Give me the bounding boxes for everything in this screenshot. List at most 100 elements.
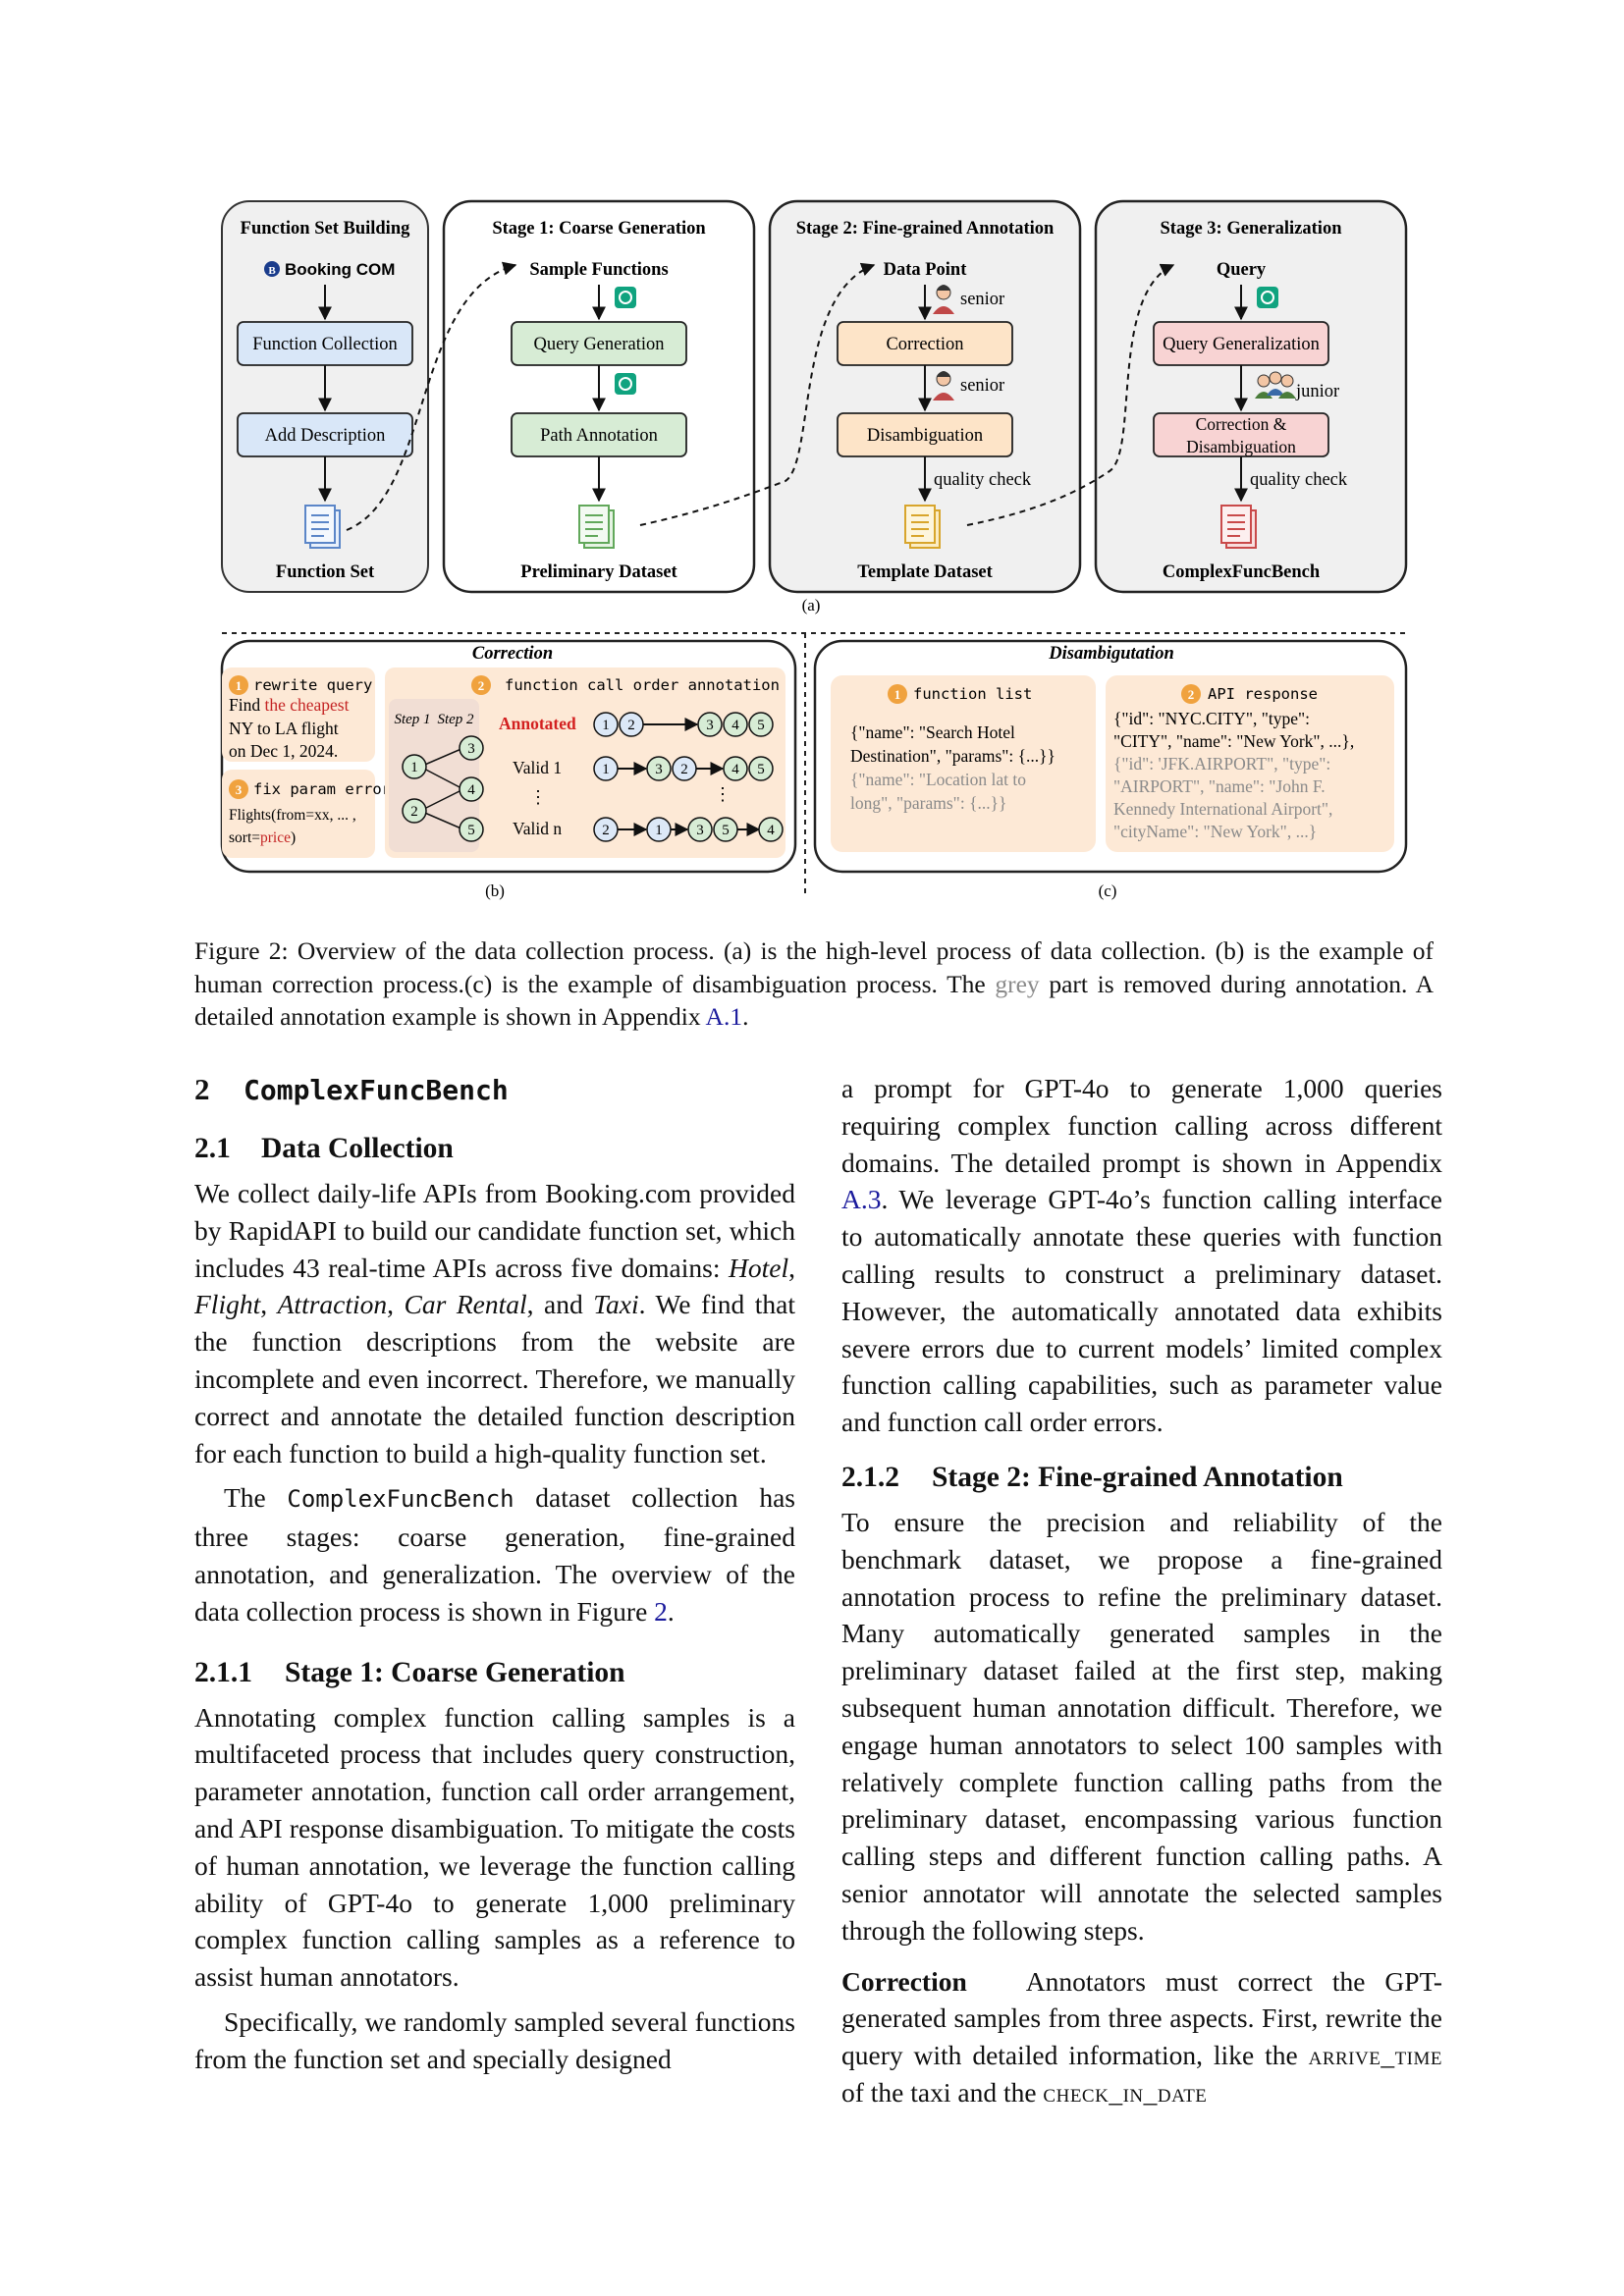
- label-sample-functions: Sample Functions: [529, 260, 668, 280]
- label-step1: Step 1: [394, 712, 430, 727]
- appendix-link[interactable]: A.1: [705, 1002, 743, 1031]
- label-senior-1: senior: [960, 290, 1004, 309]
- label-query: Query: [1217, 260, 1267, 280]
- label-api-response: API response: [1208, 685, 1318, 703]
- ar-grey4: "cityName": "New York", ...}: [1113, 822, 1317, 841]
- svg-text:4: 4: [467, 782, 475, 798]
- svg-text:3: 3: [706, 718, 714, 733]
- appendix-link[interactable]: A.3: [841, 1184, 882, 1215]
- label-preliminary-dataset: Preliminary Dataset: [520, 562, 677, 582]
- title-correction: Correction: [472, 644, 553, 664]
- fl-grey2: long", "params": {...}}: [850, 793, 1006, 813]
- svg-text:1: 1: [602, 762, 610, 777]
- label-correction: Correction: [886, 335, 963, 354]
- card-api-response: [1106, 675, 1394, 852]
- rewrite-query-line1: Find the cheapest: [229, 695, 350, 715]
- label-query-generalization: Query Generalization: [1163, 335, 1320, 354]
- svg-text:2: 2: [1188, 687, 1195, 702]
- svg-text:5: 5: [757, 718, 765, 733]
- svg-text:3: 3: [696, 823, 704, 838]
- label-query-generation: Query Generation: [533, 335, 664, 354]
- svg-text:1: 1: [236, 678, 243, 693]
- fix-param-line1: Flights(from=xx, ... ,: [229, 807, 356, 824]
- fl-line2: Destination", "params": {...}}: [850, 746, 1056, 766]
- svg-text:1: 1: [410, 760, 418, 775]
- paragraph: a prompt for GPT-4o to generate 1,000 qu…: [841, 1073, 1442, 1438]
- fl-grey1: {"name": "Location lat to: [850, 770, 1026, 789]
- gpt-logo-icon: [615, 373, 636, 395]
- label-corr-disamb-1: Correction &: [1196, 414, 1287, 434]
- fix-param-line2: sort=price): [229, 829, 296, 846]
- label-corr-disamb-2: Disambiguation: [1186, 437, 1296, 456]
- svg-text:⋮: ⋮: [529, 787, 547, 807]
- paragraph: The ComplexFuncBench dataset collection …: [194, 1482, 795, 1627]
- rewrite-query-line3: on Dec 1, 2024.: [229, 741, 338, 761]
- svg-text:⋮: ⋮: [714, 784, 731, 804]
- ar-grey1: {"id": 'JFK.AIRPORT", "type":: [1113, 754, 1330, 774]
- title-function-set-building: Function Set Building: [241, 219, 410, 239]
- paragraph: Correction Annotators must correct the G…: [841, 1965, 1442, 2108]
- label-disambiguation: Disambiguation: [867, 426, 983, 446]
- label-rewrite-query: rewrite query: [253, 676, 372, 694]
- ar-line1: {"id": "NYC.CITY", "type":: [1113, 709, 1310, 728]
- card-order-annotation: [385, 667, 785, 858]
- document-icon-function-set: [304, 505, 341, 549]
- label-function-set: Function Set: [276, 562, 375, 582]
- gpt-logo-icon: [615, 287, 636, 308]
- figure-link[interactable]: 2: [654, 1595, 668, 1627]
- box-stage3: [1094, 199, 1408, 594]
- svg-text:1: 1: [655, 823, 663, 838]
- title-stage3: Stage 3: Generalization: [1161, 219, 1343, 239]
- title-stage2: Stage 2: Fine-grained Annotation: [796, 219, 1055, 239]
- label-order-annotation: function call order annotation: [505, 676, 780, 694]
- paragraph: Specifically, we randomly sampled severa…: [194, 2005, 795, 2074]
- svg-text:2: 2: [602, 823, 610, 838]
- svg-text:4: 4: [731, 718, 739, 733]
- ar-grey2: "AIRPORT", "name": "John F.: [1113, 776, 1326, 796]
- label-annotated: Annotated: [499, 714, 576, 733]
- step-tree: 1 2 3 4 5: [402, 735, 484, 842]
- svg-text:1: 1: [894, 687, 901, 702]
- rewrite-query-line2: NY to LA flight: [229, 719, 339, 738]
- svg-text:2: 2: [478, 678, 485, 693]
- label-template-dataset: Template Dataset: [857, 562, 993, 582]
- senior-annotator-icon: [933, 285, 954, 314]
- paragraph: We collect daily-life APIs from Booking.…: [194, 1178, 795, 1468]
- svg-text:5: 5: [467, 823, 475, 838]
- svg-text:3: 3: [655, 762, 663, 777]
- svg-text:2: 2: [680, 762, 688, 777]
- label-senior-2: senior: [960, 376, 1004, 396]
- label-junior: junior: [1295, 382, 1339, 401]
- svg-text:5: 5: [722, 823, 730, 838]
- senior-annotator-icon: [933, 371, 954, 400]
- document-icon-template-dataset: [904, 505, 941, 549]
- svg-text:4: 4: [731, 762, 739, 777]
- svg-text:1: 1: [602, 718, 610, 733]
- title-stage1: Stage 1: Coarse Generation: [492, 219, 706, 239]
- label-panel-b: (b): [485, 881, 505, 900]
- card-function-list: [831, 675, 1096, 852]
- label-data-point: Data Point: [884, 260, 968, 280]
- junior-annotators-icon: [1255, 371, 1296, 399]
- label-quality-check-1: quality check: [934, 470, 1032, 490]
- title-disambiguation: Disambigutation: [1048, 644, 1173, 664]
- svg-text:3: 3: [236, 782, 243, 797]
- right-column: a prompt for GPT-4o to generate 1,000 qu…: [841, 1070, 1442, 2111]
- correction-run-in-heading: Correction: [841, 1965, 967, 1997]
- svg-text:B: B: [268, 265, 276, 277]
- fl-line1: {"name": "Search Hotel: [850, 722, 1015, 742]
- booking-label: Booking COM: [285, 260, 395, 279]
- svg-text:2: 2: [410, 804, 418, 820]
- label-add-description: Add Description: [265, 426, 386, 446]
- ar-grey3: Kennedy International Airport",: [1113, 799, 1332, 819]
- label-valid1: Valid 1: [513, 758, 562, 777]
- paragraph: Annotating complex function calling samp…: [194, 1701, 795, 1993]
- label-step2: Step 2: [437, 712, 474, 727]
- svg-text:4: 4: [767, 823, 775, 838]
- label-fix-param: fix param error: [253, 780, 391, 798]
